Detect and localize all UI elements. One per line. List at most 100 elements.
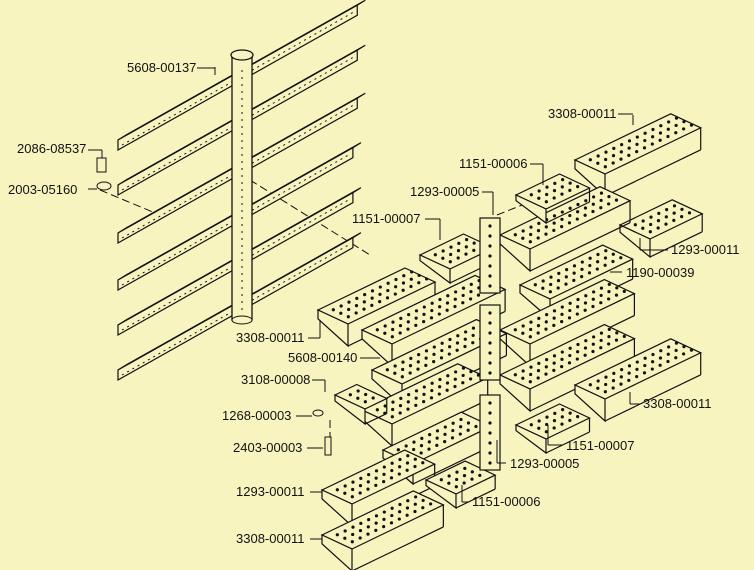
perforation — [682, 120, 686, 124]
perforation — [461, 301, 465, 305]
perforation — [446, 374, 450, 378]
perforation — [591, 209, 595, 214]
perforation — [611, 379, 616, 383]
perforation — [552, 228, 556, 232]
post-cap — [230, 49, 254, 61]
perforation — [382, 510, 386, 514]
perforation — [627, 146, 631, 150]
plate-hole — [488, 461, 492, 465]
perforation — [656, 219, 661, 223]
perforation — [584, 294, 588, 298]
perforation — [416, 360, 420, 364]
perforation — [607, 335, 611, 339]
perforation — [351, 532, 355, 537]
perforation — [529, 327, 533, 332]
perforation — [537, 361, 541, 365]
tray-bottom-right-edge — [604, 374, 701, 422]
perforation — [470, 470, 474, 474]
perforation — [591, 202, 595, 206]
perforation — [658, 363, 662, 367]
perforation — [363, 400, 367, 404]
perforation — [599, 286, 604, 290]
perforation — [576, 350, 580, 354]
perforation — [399, 396, 403, 400]
perforation — [544, 232, 548, 236]
perforation — [592, 335, 596, 339]
perforation — [552, 316, 556, 320]
perforation — [528, 335, 532, 339]
perforation — [428, 433, 432, 437]
perforation — [666, 359, 670, 364]
perforation — [374, 476, 378, 480]
perforation — [455, 341, 460, 345]
perforation — [397, 517, 401, 521]
perforation — [398, 465, 402, 469]
perforation — [465, 238, 469, 242]
perforation — [461, 286, 466, 290]
perforation — [659, 124, 663, 128]
perforation — [672, 204, 677, 208]
perforation — [378, 300, 382, 304]
perforation — [568, 411, 572, 415]
perforation — [568, 346, 572, 350]
plate-hole — [488, 311, 492, 315]
perforation — [529, 320, 533, 324]
perforation — [537, 196, 541, 200]
perforation — [568, 206, 572, 210]
perforation — [592, 290, 596, 294]
perforation — [560, 422, 564, 426]
perforation — [513, 373, 517, 377]
perforation — [642, 146, 647, 150]
perforation — [619, 256, 623, 260]
perforation — [422, 385, 426, 389]
perforation — [471, 326, 476, 330]
perforation — [371, 396, 375, 400]
perforation — [383, 324, 387, 328]
perforation — [348, 393, 352, 397]
plate-hole — [488, 244, 492, 248]
perforation — [591, 342, 595, 346]
perforation — [612, 371, 616, 375]
perforation — [343, 529, 347, 533]
perforation — [576, 342, 580, 347]
perforation — [537, 189, 541, 193]
perforation — [398, 404, 403, 408]
perforation — [433, 253, 437, 257]
elbow — [96, 181, 112, 191]
perforation — [407, 313, 411, 317]
perforation — [375, 328, 379, 332]
part-label-bracket-left: 1151-00007 — [352, 211, 421, 226]
perforation — [591, 349, 595, 354]
perforation — [674, 123, 678, 128]
perforation — [619, 150, 623, 154]
perforation — [680, 215, 684, 219]
perforation — [448, 337, 452, 342]
perforation — [541, 286, 545, 290]
perforation — [366, 532, 370, 536]
perforation — [682, 352, 686, 356]
perforation — [560, 305, 564, 309]
perforation — [599, 346, 603, 350]
perforation — [682, 127, 686, 131]
perforation — [599, 293, 603, 298]
perforation — [666, 127, 670, 131]
perforation — [439, 356, 444, 360]
perforation — [604, 150, 608, 154]
perforation — [417, 353, 421, 357]
perforation — [615, 286, 619, 290]
perforation — [410, 270, 414, 274]
perforation — [604, 375, 608, 379]
perforation — [430, 308, 434, 313]
perforation — [560, 357, 564, 361]
perforation — [402, 274, 406, 278]
perforation — [408, 371, 412, 375]
perforation — [667, 120, 671, 124]
perforation — [604, 382, 608, 387]
perforation — [398, 502, 402, 507]
perforation — [633, 223, 637, 227]
perforation — [607, 297, 611, 301]
perforation — [430, 381, 434, 385]
perforation — [557, 271, 561, 275]
perforation — [383, 331, 387, 335]
perforation — [651, 360, 655, 364]
